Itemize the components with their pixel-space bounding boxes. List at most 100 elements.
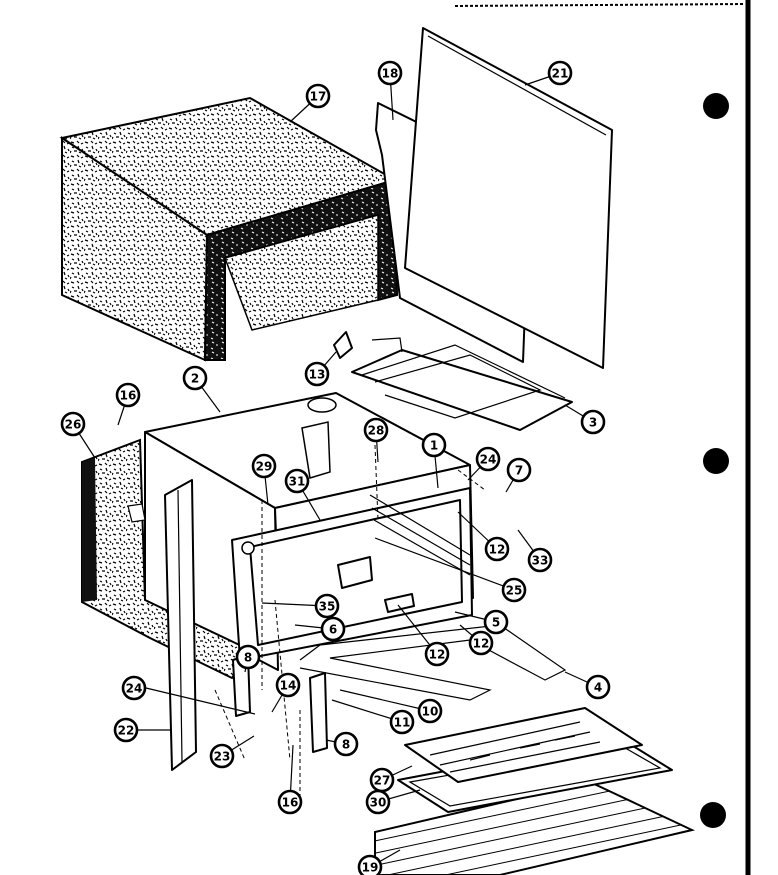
callout-label: 12 bbox=[473, 637, 490, 651]
callout-23: 23 bbox=[209, 743, 235, 769]
callout-label: 10 bbox=[422, 705, 439, 719]
callout-circle bbox=[417, 698, 443, 724]
callout-circle bbox=[251, 453, 277, 479]
callout-14: 14 bbox=[275, 672, 301, 698]
callout-27: 27 bbox=[369, 767, 395, 793]
callout-circle bbox=[314, 593, 340, 619]
callout-label: 7 bbox=[515, 464, 523, 478]
callout-circle bbox=[284, 468, 310, 494]
callout-label: 12 bbox=[489, 543, 506, 557]
binder-hole-top bbox=[703, 93, 729, 119]
callout-10: 10 bbox=[417, 698, 443, 724]
callout-label: 31 bbox=[289, 475, 306, 489]
side-rail bbox=[164, 479, 197, 771]
callout-label: 8 bbox=[342, 738, 350, 752]
callout-label: 22 bbox=[118, 724, 135, 738]
callout-26: 26 bbox=[60, 411, 86, 437]
callout-label: 1 bbox=[430, 439, 438, 453]
callout-18: 18 bbox=[377, 60, 403, 86]
callout-17: 17 bbox=[305, 83, 331, 109]
binder-hole-bottom bbox=[700, 802, 726, 828]
callout-31: 31 bbox=[284, 468, 310, 494]
callout-circle bbox=[580, 409, 606, 435]
callout-label: 30 bbox=[370, 796, 387, 810]
callout-circle bbox=[585, 674, 611, 700]
back-panel bbox=[404, 27, 613, 369]
callout-21: 21 bbox=[547, 60, 573, 86]
callout-label: 16 bbox=[120, 389, 137, 403]
callout-label: 25 bbox=[506, 584, 523, 598]
callout-22: 22 bbox=[113, 717, 139, 743]
callout-label: 16 bbox=[282, 796, 299, 810]
outer-insulation-wrap bbox=[59, 96, 399, 362]
callout-label: 4 bbox=[594, 681, 602, 695]
callout-circle bbox=[527, 547, 553, 573]
callout-16a: 16 bbox=[115, 382, 141, 408]
callout-circle bbox=[421, 432, 447, 458]
callout-2: 2 bbox=[182, 365, 208, 391]
callout-label: 19 bbox=[362, 861, 379, 875]
callout-label: 26 bbox=[65, 418, 82, 432]
callout-label: 23 bbox=[214, 750, 231, 764]
callout-circle bbox=[121, 675, 147, 701]
light-socket-part bbox=[333, 331, 353, 359]
callout-12a: 12 bbox=[484, 536, 510, 562]
bake-element bbox=[299, 624, 567, 701]
callout-16b: 16 bbox=[277, 789, 303, 815]
callout-circle bbox=[182, 365, 208, 391]
callout-circle bbox=[277, 789, 303, 815]
callout-circle bbox=[484, 536, 510, 562]
callout-label: 12 bbox=[429, 648, 446, 662]
callout-1: 1 bbox=[421, 432, 447, 458]
callout-8a: 8 bbox=[235, 644, 261, 670]
callout-7: 7 bbox=[506, 457, 532, 483]
callout-circle bbox=[501, 577, 527, 603]
callout-circle bbox=[475, 446, 501, 472]
callout-circle bbox=[377, 60, 403, 86]
callout-24b: 24 bbox=[121, 675, 147, 701]
callout-label: 21 bbox=[552, 67, 569, 81]
callout-circle bbox=[304, 361, 330, 387]
callout-3: 3 bbox=[580, 409, 606, 435]
callout-label: 28 bbox=[368, 424, 385, 438]
callout-circle bbox=[115, 382, 141, 408]
hinge-bracket-right bbox=[309, 672, 328, 753]
callout-circle bbox=[60, 411, 86, 437]
callout-11: 11 bbox=[389, 709, 415, 735]
callout-label: 2 bbox=[191, 372, 199, 386]
callout-label: 5 bbox=[492, 616, 500, 630]
callout-label: 8 bbox=[244, 651, 252, 665]
callout-28: 28 bbox=[363, 417, 389, 443]
callout-circle bbox=[333, 731, 359, 757]
callout-circle bbox=[506, 457, 532, 483]
callout-circle bbox=[320, 616, 346, 642]
callout-label: 14 bbox=[280, 679, 297, 693]
callout-circle bbox=[389, 709, 415, 735]
callout-label: 18 bbox=[382, 67, 399, 81]
callout-label: 35 bbox=[319, 600, 336, 614]
callout-label: 27 bbox=[374, 774, 391, 788]
callout-circle bbox=[113, 717, 139, 743]
callout-label: 33 bbox=[532, 554, 549, 568]
callout-33: 33 bbox=[527, 547, 553, 573]
callout-circle bbox=[424, 641, 450, 667]
broil-element bbox=[351, 337, 573, 431]
callout-label: 29 bbox=[256, 460, 273, 474]
callout-label: 13 bbox=[309, 368, 326, 382]
broil-pan-insert bbox=[404, 707, 643, 783]
callout-circle bbox=[363, 417, 389, 443]
callout-19: 19 bbox=[357, 854, 383, 875]
callout-12c: 12 bbox=[468, 630, 494, 656]
callout-29: 29 bbox=[251, 453, 277, 479]
callout-label: 6 bbox=[329, 623, 337, 637]
callout-circle bbox=[483, 609, 509, 635]
callout-label: 17 bbox=[310, 90, 327, 104]
callout-circle bbox=[468, 630, 494, 656]
callout-label: 11 bbox=[394, 716, 411, 730]
callout-13: 13 bbox=[304, 361, 330, 387]
callout-circle bbox=[357, 854, 383, 875]
callout-circle bbox=[365, 789, 391, 815]
callout-35: 35 bbox=[314, 593, 340, 619]
